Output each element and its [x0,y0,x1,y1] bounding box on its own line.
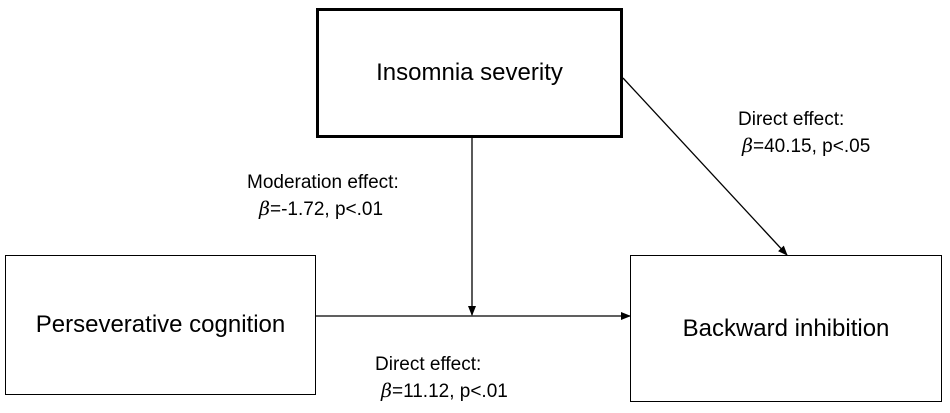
direct-effect-perseverative-title: Direct effect: [375,354,482,375]
beta-symbol: β [259,198,270,220]
node-insomnia-severity-label: Insomnia severity [376,59,563,86]
node-perseverative-cognition-label: Perseverative cognition [35,311,286,338]
node-backward-inhibition-label: Backward inhibition [682,314,890,342]
direct-effect-insomnia-value: =40.15, p<.05 [752,136,871,157]
node-insomnia-severity: Insomnia severity [316,8,623,138]
beta-symbol: β [742,135,753,157]
direct-effect-insomnia-title: Direct effect: [738,109,845,130]
arrow-insomnia-to-backward [622,77,788,256]
moderation-effect-value: =-1.72, p<.01 [269,199,384,220]
node-perseverative-cognition: Perseverative cognition [5,255,316,395]
direct-effect-perseverative-value: =11.12, p<.01 [391,381,508,402]
moderation-effect-label: Moderation effect: β=-1.72, p<.01 [247,170,399,223]
beta-symbol: β [381,380,392,402]
moderation-effect-title: Moderation effect: [247,172,399,193]
node-backward-inhibition: Backward inhibition [630,255,942,402]
moderation-effect-stats: β=-1.72, p<.01 [247,196,399,223]
direct-effect-perseverative-stats: β=11.12, p<.01 [375,378,508,405]
direct-effect-insomnia-label: Direct effect: β=40.15, p<.05 [738,107,870,160]
direct-effect-insomnia-stats: β=40.15, p<.05 [738,133,870,160]
direct-effect-perseverative-label: Direct effect: β=11.12, p<.01 [375,352,508,405]
